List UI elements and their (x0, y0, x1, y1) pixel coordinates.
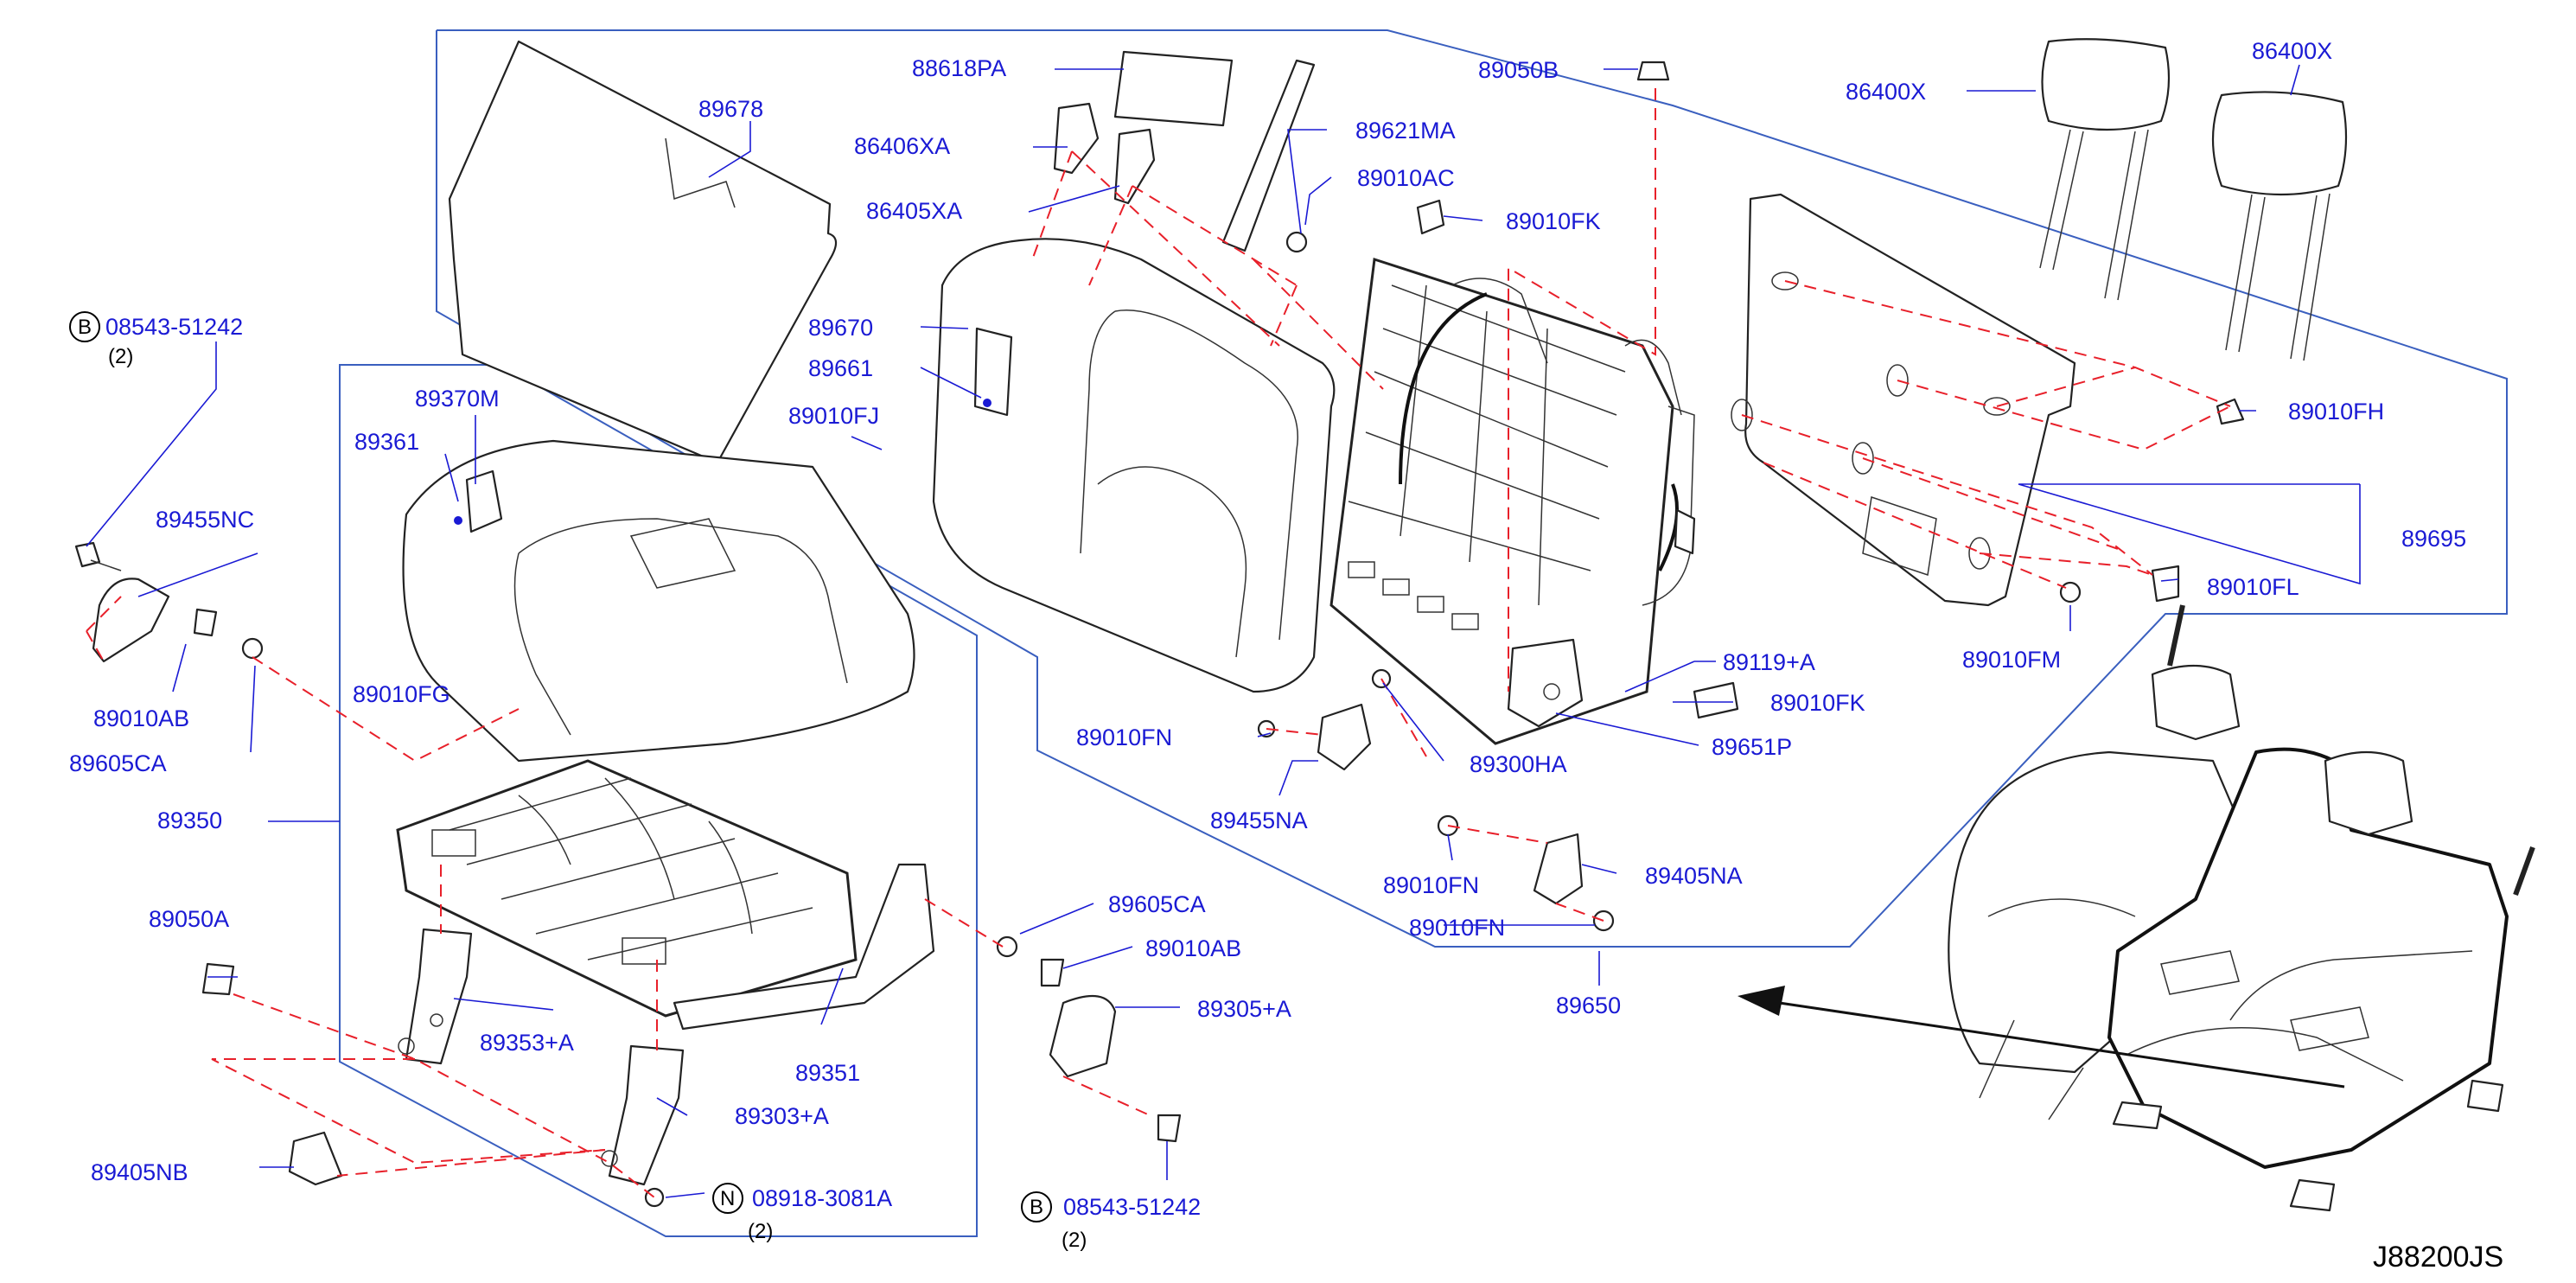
label-08543-51242-right: 08543-51242 (1063, 1194, 1201, 1220)
label-89010AB-left: 89010AB (93, 705, 189, 731)
label-89050B: 89050B (1478, 57, 1559, 83)
svg-text:B: B (78, 316, 92, 339)
reference-arrow (1738, 986, 2345, 1088)
part-labels: 89678 08543-51242 (2) 89370M 89361 89455… (69, 38, 2503, 1273)
label-89010AB-right: 89010AB (1145, 935, 1241, 961)
seat-leg-front (398, 928, 473, 1065)
label-89370M: 89370M (415, 386, 500, 412)
label-89010FN-low: 89010FN (1409, 915, 1505, 941)
label-08918-3081A: 08918-3081A (752, 1185, 892, 1211)
label-89353A: 89353+A (480, 1030, 574, 1056)
label-qty-right-bolt: (2) (1062, 1229, 1087, 1252)
label-89651P: 89651P (1712, 734, 1792, 760)
svg-text:N: N (720, 1187, 735, 1210)
callout-bolt-right: B (1021, 1191, 1052, 1222)
label-89350: 89350 (157, 807, 222, 833)
label-89010FK-bottom: 89010FK (1770, 690, 1865, 716)
callout-bolt-left: B (69, 311, 100, 342)
bracket-89405NA (1533, 833, 1584, 905)
bracket-89455NA (1317, 703, 1372, 771)
label-89405NB: 89405NB (91, 1159, 188, 1185)
label-89405NA: 89405NA (1645, 863, 1743, 889)
label-86406XA: 86406XA (854, 133, 950, 159)
label-89010AC: 89010AC (1357, 165, 1455, 191)
label-89650: 89650 (1556, 993, 1621, 1018)
label-89010FK-top: 89010FK (1506, 208, 1601, 234)
label-89010FH: 89010FH (2288, 399, 2384, 424)
label-89050A: 89050A (149, 906, 229, 932)
label-08543-51242-left: 08543-51242 (105, 314, 243, 340)
label-89605CA-left: 89605CA (69, 750, 167, 776)
seat-cushion-frame (396, 759, 935, 1031)
label-89678: 89678 (698, 96, 763, 122)
leader-lines (86, 64, 2361, 1198)
seat-back-trim (932, 238, 1336, 693)
svg-text:B: B (1030, 1196, 1043, 1219)
label-89303A: 89303+A (735, 1103, 829, 1129)
label-88618PA: 88618PA (912, 55, 1006, 81)
label-89455NC: 89455NC (156, 507, 254, 533)
dashed-connectors (86, 88, 2231, 1198)
callout-nut: N (712, 1183, 743, 1214)
label-89695: 89695 (2401, 526, 2466, 552)
seat-leg-rear (601, 1044, 685, 1186)
headrest-left (2039, 38, 2171, 301)
label-89010FN-mid: 89010FN (1383, 872, 1479, 898)
label-89300HA: 89300HA (1470, 751, 1567, 777)
label-89010FJ: 89010FJ (788, 403, 879, 429)
label-89119A: 89119+A (1723, 649, 1815, 675)
label-qty-nut: (2) (748, 1220, 773, 1243)
bracket-89455NC (92, 578, 170, 663)
label-86405XA: 86405XA (866, 198, 962, 224)
seat-back-panel (1731, 193, 2076, 607)
complete-seat-view (1948, 604, 2535, 1212)
seat-cover-89405NB (288, 1131, 343, 1186)
marker-dots (454, 399, 992, 525)
label-qty-left-bolt: (2) (108, 345, 133, 368)
headrest-right (2211, 91, 2348, 361)
seat-back-board (448, 40, 838, 464)
label-89455NA: 89455NA (1210, 807, 1308, 833)
label-89661: 89661 (808, 355, 873, 381)
seat-bracket-89305 (1049, 994, 1117, 1078)
label-89010FL: 89010FL (2207, 574, 2299, 600)
diagram-id: J88200JS (2373, 1241, 2503, 1273)
label-89670: 89670 (808, 315, 873, 341)
label-89010FN-left: 89010FN (1076, 724, 1172, 750)
label-86400X-left: 86400X (1846, 79, 1926, 105)
label-89621MA: 89621MA (1355, 118, 1456, 144)
label-89605CA-right: 89605CA (1108, 891, 1206, 917)
label-89305A: 89305+A (1197, 996, 1291, 1022)
label-89351: 89351 (795, 1060, 860, 1086)
label-86400X-right: 86400X (2252, 38, 2332, 64)
small-fasteners (74, 50, 2245, 1208)
seat-back-assembly-boundary (436, 29, 2508, 948)
seat-cushion (402, 439, 915, 763)
label-89010FG: 89010FG (353, 681, 450, 707)
label-89361: 89361 (354, 429, 419, 455)
label-89010FM: 89010FM (1962, 647, 2061, 673)
